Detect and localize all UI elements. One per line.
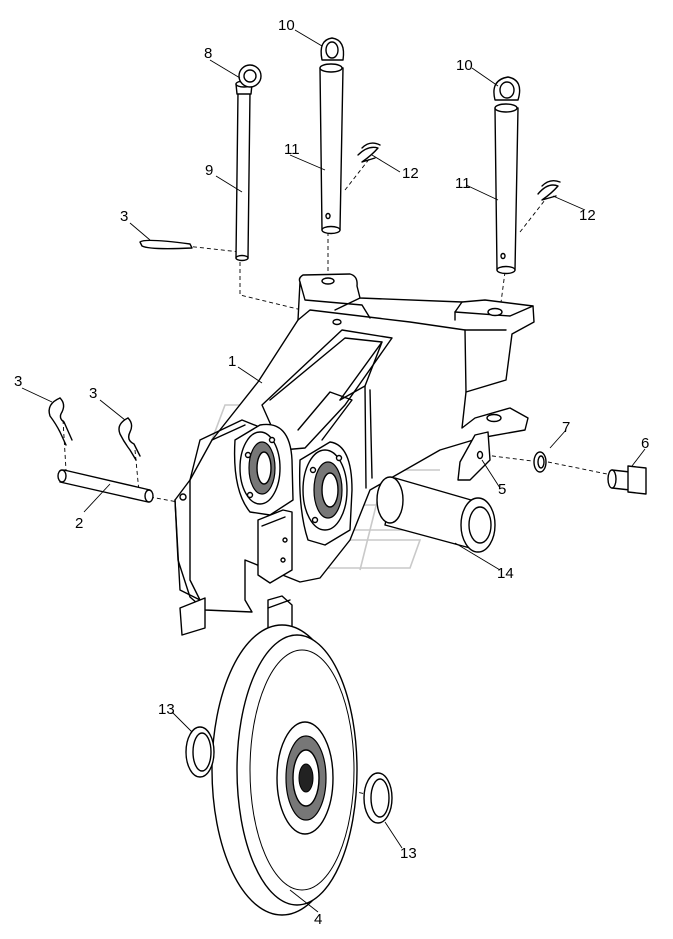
callout-12-right: 12 xyxy=(579,207,596,224)
callout-3-top: 3 xyxy=(120,208,128,225)
r-clip-part-3-right xyxy=(118,417,141,461)
callout-8: 8 xyxy=(204,45,212,62)
callout-11-left: 11 xyxy=(284,141,300,158)
callout-13-left: 13 xyxy=(158,701,175,718)
ring-part-10-left xyxy=(320,37,345,61)
pin-part-11-right xyxy=(494,103,519,275)
callout-10-left: 10 xyxy=(278,17,295,34)
callout-7: 7 xyxy=(562,419,570,436)
roller-part-14 xyxy=(376,476,496,553)
pulley-part-4 xyxy=(211,624,358,916)
callout-13-right: 13 xyxy=(400,845,417,862)
callout-12-left: 12 xyxy=(402,165,419,182)
bolt-part-6 xyxy=(607,465,647,495)
washer-part-7 xyxy=(533,451,547,473)
ring-part-10-right xyxy=(493,76,521,101)
pin-part-2 xyxy=(57,469,154,503)
cotter-pin-part-3 xyxy=(139,239,193,250)
seal-part-13-left xyxy=(185,726,215,778)
bracket-part-1 xyxy=(174,273,535,656)
callout-9: 9 xyxy=(205,162,213,179)
leader-lines xyxy=(21,29,646,913)
ring-part-8 xyxy=(238,64,262,88)
callout-4: 4 xyxy=(314,911,322,928)
callout-6: 6 xyxy=(641,435,649,452)
seal-part-13-right xyxy=(363,772,393,824)
callout-3-left: 3 xyxy=(14,373,22,390)
pin-part-11-left xyxy=(319,63,344,235)
clip-part-12-left xyxy=(357,142,381,163)
clip-part-12-right xyxy=(537,179,561,201)
callout-labels: 1 2 3 3 3 4 5 6 7 8 9 10 10 11 11 12 12 … xyxy=(14,17,649,928)
lug-part-5 xyxy=(457,431,491,481)
callout-10-right: 10 xyxy=(456,57,473,74)
callout-14: 14 xyxy=(497,565,514,582)
r-clip-part-3-left xyxy=(48,397,73,446)
callout-2: 2 xyxy=(75,515,83,532)
callout-3-middle: 3 xyxy=(89,385,97,402)
callout-5: 5 xyxy=(498,481,506,498)
callout-1: 1 xyxy=(228,353,236,370)
callout-11-right: 11 xyxy=(455,175,471,192)
pin-part-9 xyxy=(235,80,253,262)
